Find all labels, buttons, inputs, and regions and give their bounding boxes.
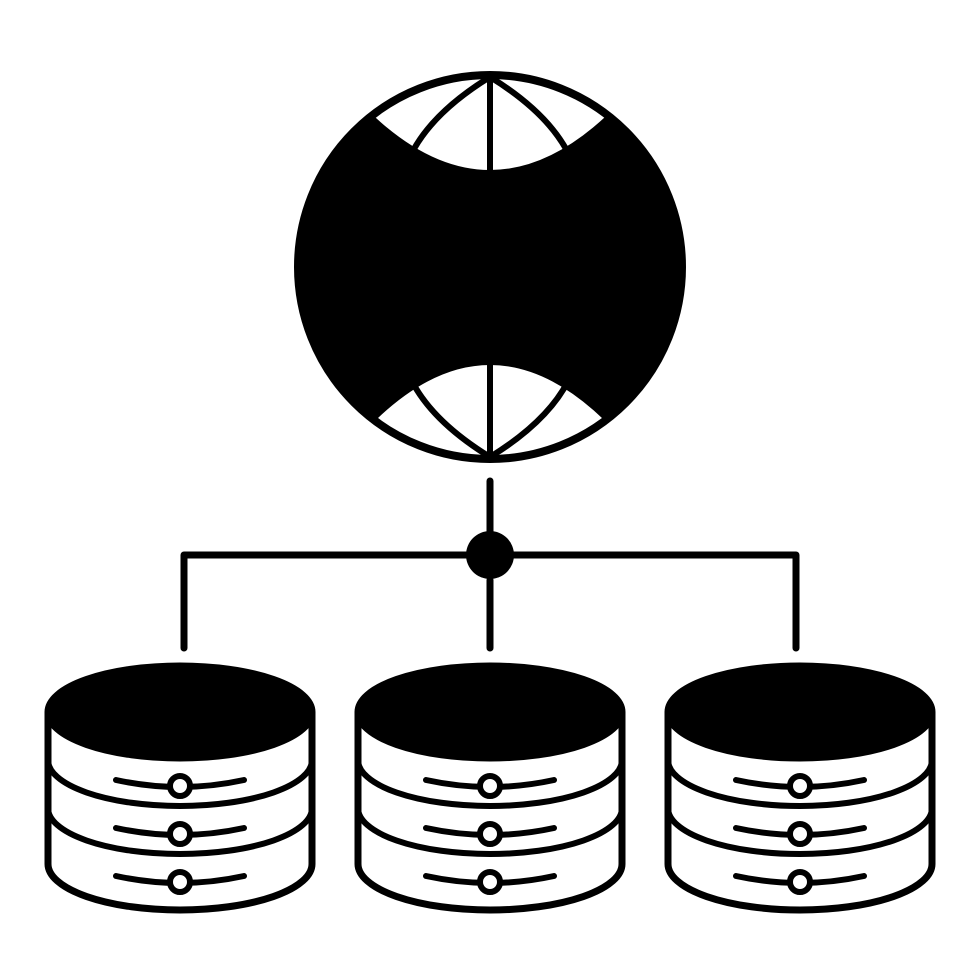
database-top <box>44 662 316 762</box>
database-row <box>113 869 247 895</box>
database-top <box>664 662 936 762</box>
database-band-divider <box>45 759 315 809</box>
database-row <box>113 821 247 847</box>
database-body <box>44 712 316 914</box>
slider-knob <box>477 773 503 799</box>
database-band-divider <box>355 807 625 857</box>
database-band-divider <box>665 807 935 857</box>
database-band-divider <box>665 759 935 809</box>
slider-knob <box>787 773 813 799</box>
slider-knob <box>787 821 813 847</box>
database-row <box>733 821 867 847</box>
slider-knob <box>167 773 193 799</box>
slider-knob <box>167 869 193 895</box>
database-row <box>423 821 557 847</box>
databases-group <box>44 662 936 914</box>
database-row <box>733 773 867 799</box>
database-row <box>113 773 247 799</box>
database-body <box>354 712 626 914</box>
database-center <box>354 662 626 914</box>
database-body <box>664 712 936 914</box>
slider-knob <box>477 821 503 847</box>
database-row <box>423 869 557 895</box>
database-band-divider <box>45 807 315 857</box>
slider-knob <box>167 821 193 847</box>
database-left <box>44 662 316 914</box>
database-row <box>733 869 867 895</box>
slider-knob <box>477 869 503 895</box>
database-right <box>664 662 936 914</box>
globe-icon <box>294 71 686 463</box>
database-row <box>423 773 557 799</box>
network-hub-node <box>466 531 514 579</box>
database-top <box>354 662 626 762</box>
database-band-divider <box>355 759 625 809</box>
slider-knob <box>787 869 813 895</box>
